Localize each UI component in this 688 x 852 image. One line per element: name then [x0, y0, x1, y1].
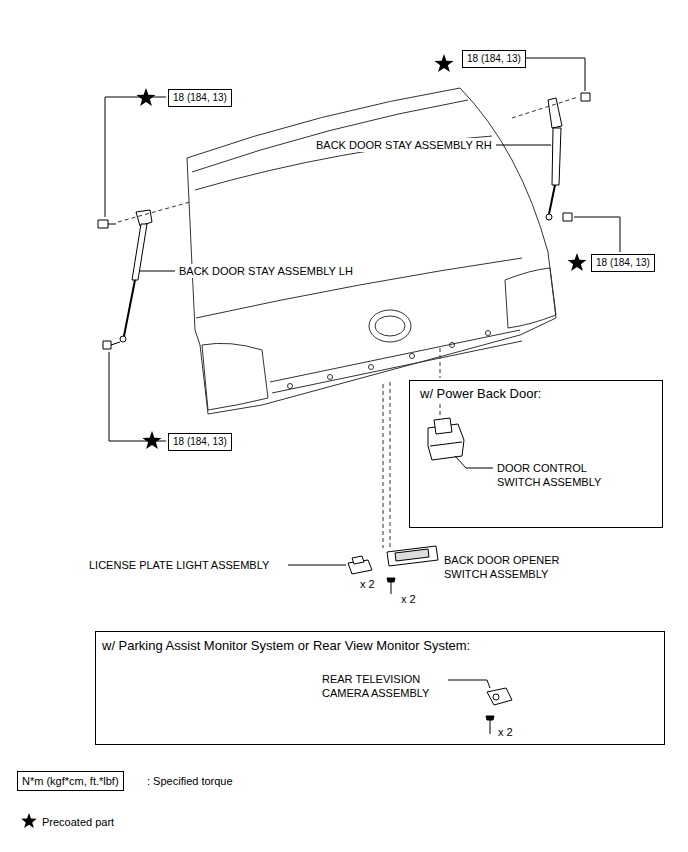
box-body: DOOR CONTROL SWITCH ASSEMBLY: [497, 461, 627, 489]
torque-box: 18 (184, 13): [168, 433, 232, 451]
quantity: x 2: [359, 577, 376, 591]
box-body: REAR TELEVISION CAMERA ASSEMBLY: [322, 672, 452, 700]
variant-box: w/ Parking Assist Monitor System or Rear…: [95, 631, 665, 745]
part-name: BACK DOOR STAY ASSEMBLY LH: [178, 264, 354, 278]
torque-box: 18 (184, 13): [591, 254, 655, 272]
quantity: x 2: [400, 592, 417, 606]
torque-box: 18 (184, 13): [462, 50, 526, 68]
legend-text: Precoated part: [42, 815, 114, 829]
box-heading: 18 (184, 13): [596, 257, 650, 268]
part-name: BACK DOOR OPENER SWITCH ASSEMBLY: [443, 553, 570, 581]
box-heading: w/ Power Back Door:: [420, 386, 541, 402]
torque-box: 18 (184, 13): [168, 89, 232, 107]
unit-sample: N*m (kgf*cm, ft.*lbf): [17, 771, 124, 791]
box-heading: 18 (184, 13): [173, 92, 227, 103]
part-name: LICENSE PLATE LIGHT ASSEMBLY: [88, 558, 270, 572]
quantity: x 2: [497, 725, 514, 739]
box-heading: 18 (184, 13): [467, 53, 521, 64]
part-name: BACK DOOR STAY ASSEMBLY RH: [315, 138, 493, 152]
legend-text: : Specified torque: [147, 774, 233, 788]
variant-box: w/ Power Back Door: DOOR CONTROL SWITCH A…: [409, 380, 663, 528]
box-heading: w/ Parking Assist Monitor System or Rear…: [102, 638, 470, 654]
box-heading: 18 (184, 13): [173, 436, 227, 447]
